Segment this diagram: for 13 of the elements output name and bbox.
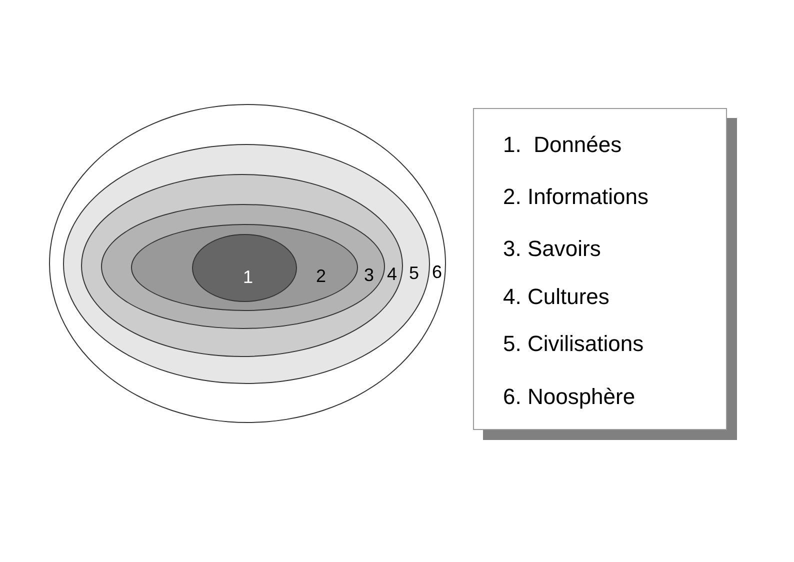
region-number: 3	[364, 266, 374, 284]
list-item: 4. Cultures	[503, 286, 610, 308]
legend-box	[473, 108, 727, 430]
list-item: 5. Civilisations	[503, 333, 644, 355]
list-item: 6. Noosphère	[503, 386, 636, 408]
list-item: 2. Informations	[503, 186, 649, 208]
list-item: 3. Savoirs	[503, 238, 601, 260]
region-number: 2	[316, 267, 326, 285]
region-number: 4	[387, 265, 397, 283]
region-number: 6	[432, 263, 442, 281]
list-item: 1. Données	[503, 134, 622, 156]
region-number: 1	[243, 268, 253, 286]
region-number: 5	[409, 264, 419, 282]
